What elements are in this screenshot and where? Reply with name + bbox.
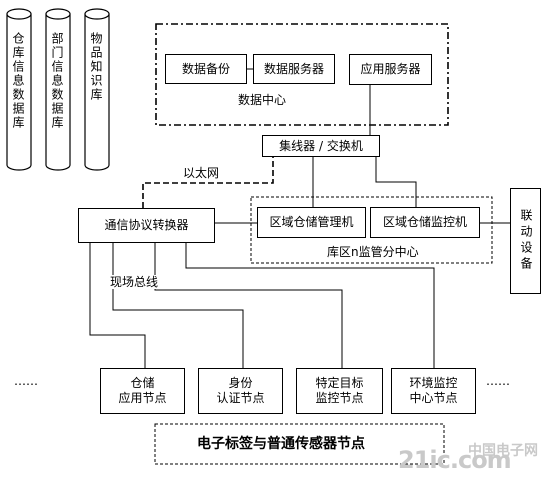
ellipsis-left: …… — [14, 374, 38, 388]
env-monitor-node-line1: 环境监控 — [409, 376, 458, 390]
rfid-nodes-label: 电子标签与普通传感器节点 — [197, 436, 365, 452]
target-monitor-node: 特定目标 监控节点 — [296, 368, 383, 414]
sub-center-frame — [250, 196, 493, 264]
ethernet-dashed-line — [142, 157, 274, 208]
app-server-box: 应用服务器 — [349, 54, 432, 85]
hub-switch-box: 集线器 / 交换机 — [262, 135, 380, 157]
sub-center-label: 库区n监管分中心 — [327, 245, 419, 259]
ellipsis-right: …… — [486, 374, 510, 388]
target-monitor-node-line1: 特定目标 — [315, 376, 364, 390]
database-cylinder-warehouse — [6, 8, 32, 171]
watermark-cn: 中国电子网 — [468, 443, 538, 459]
storage-app-node-line1: 仓储 — [130, 376, 155, 390]
data-server-box: 数据服务器 — [253, 54, 335, 84]
db-department-label: 部门信息数据库 — [50, 32, 64, 130]
protocol-converter-box: 通信协议转换器 — [78, 208, 215, 243]
target-monitor-node-line2: 监控节点 — [315, 391, 364, 405]
auth-node: 身份 认证节点 — [198, 368, 283, 414]
env-monitor-node-line2: 中心节点 — [409, 391, 458, 405]
db-warehouse-label: 仓库信息数据库 — [11, 32, 25, 130]
db-knowledge-label: 物品知识库 — [89, 32, 103, 102]
database-cylinder-knowledge — [84, 8, 110, 171]
linkage-device-box: 联动设备 — [510, 188, 541, 294]
storage-app-node-line2: 应用节点 — [118, 391, 167, 405]
watermark-brand: 21ic.com — [398, 446, 512, 474]
env-monitor-node: 环境监控 中心节点 — [391, 368, 476, 414]
data-backup-box: 数据备份 — [165, 54, 247, 84]
database-cylinder-department — [45, 8, 71, 171]
auth-node-line1: 身份 — [228, 376, 253, 390]
rfid-nodes-frame — [154, 423, 445, 465]
data-center-frame — [155, 23, 449, 126]
storage-app-node: 仓储 应用节点 — [100, 368, 185, 414]
regional-monitor-box: 区域仓储监控机 — [370, 207, 480, 238]
data-center-label: 数据中心 — [238, 93, 287, 107]
fieldbus-label: 现场总线 — [110, 275, 161, 289]
ethernet-label: 以太网 — [183, 166, 220, 180]
auth-node-line2: 认证节点 — [216, 391, 265, 405]
regional-management-box: 区域仓储管理机 — [257, 207, 366, 238]
